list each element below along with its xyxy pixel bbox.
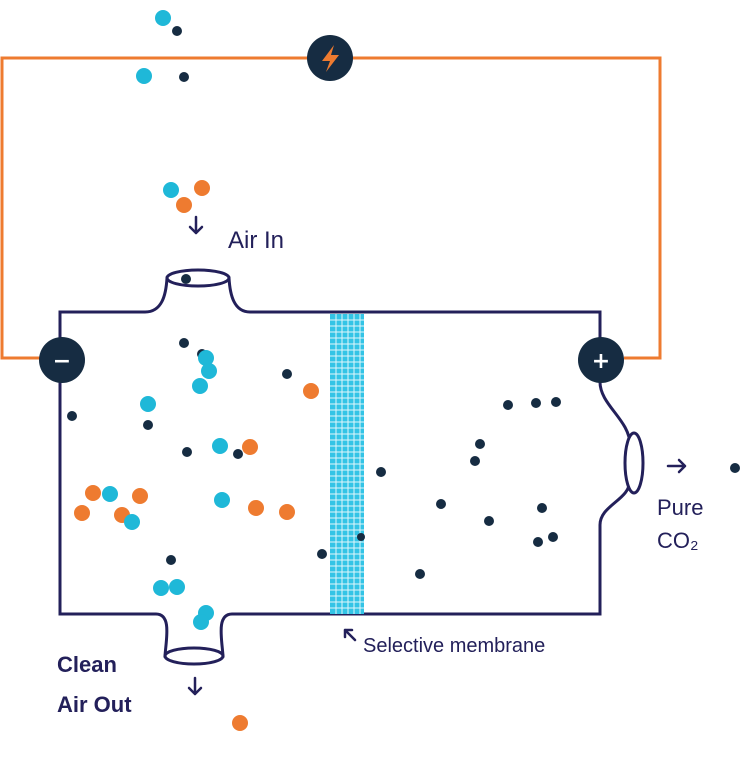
orange-molecule <box>194 180 210 196</box>
air-inlet <box>165 268 231 288</box>
co2-molecule <box>172 26 182 36</box>
orange-molecule <box>248 500 264 516</box>
co2-molecule <box>533 537 543 547</box>
co2-molecule <box>357 533 365 541</box>
orange-molecule <box>74 505 90 521</box>
co2-molecule <box>181 274 191 284</box>
co2-molecule <box>67 411 77 421</box>
cyan-molecule <box>140 396 156 412</box>
cyan-molecule <box>192 378 208 394</box>
co2-molecule <box>317 549 327 559</box>
air-in-label: Air In <box>228 227 284 254</box>
negative-terminal: − <box>39 337 85 383</box>
clean-air-out-arrow-icon <box>187 676 203 696</box>
air-in-arrow-icon <box>188 215 204 235</box>
orange-molecule <box>176 197 192 213</box>
co2-molecule <box>415 569 425 579</box>
cyan-molecule <box>124 514 140 530</box>
orange-molecule <box>279 504 295 520</box>
co2-molecule <box>537 503 547 513</box>
co2-molecule <box>470 456 480 466</box>
membrane-label: Selective membrane <box>363 635 545 657</box>
pure-label: Pure <box>657 495 703 520</box>
co2-molecule <box>475 439 485 449</box>
air-outlet <box>163 646 225 666</box>
co2-molecule <box>143 420 153 430</box>
power-source <box>307 35 353 81</box>
co2-molecule <box>548 532 558 542</box>
air-out-label: Air Out <box>57 692 132 717</box>
cyan-molecule <box>163 182 179 198</box>
co2-molecule <box>730 463 740 473</box>
co2-molecule <box>484 516 494 526</box>
cyan-molecule <box>201 363 217 379</box>
orange-molecule <box>303 383 319 399</box>
orange-molecule <box>232 715 248 731</box>
selective-membrane <box>330 314 364 614</box>
cyan-molecule <box>153 580 169 596</box>
cyan-molecule <box>136 68 152 84</box>
cyan-molecule <box>102 486 118 502</box>
co2-molecule <box>503 400 513 410</box>
cyan-molecule <box>193 614 209 630</box>
co2-molecule <box>166 555 176 565</box>
clean-label: Clean <box>57 652 117 677</box>
gas-molecules <box>67 10 740 731</box>
co2-molecule <box>179 72 189 82</box>
cyan-molecule <box>212 438 228 454</box>
cyan-molecule <box>169 579 185 595</box>
co2-molecule <box>531 398 541 408</box>
co2-molecule <box>179 338 189 348</box>
cyan-molecule <box>155 10 171 26</box>
membrane-pointer-arrow-icon <box>343 628 357 642</box>
co2-label: CO₂ <box>657 528 699 553</box>
co2-molecule <box>233 449 243 459</box>
orange-molecule <box>132 488 148 504</box>
co2-molecule <box>551 397 561 407</box>
orange-molecule <box>85 485 101 501</box>
cyan-molecule <box>198 350 214 366</box>
svg-text:+: + <box>592 349 610 374</box>
co2-out-arrow-icon <box>666 458 687 474</box>
cyan-molecule <box>214 492 230 508</box>
co2-outlet <box>623 431 645 495</box>
positive-terminal: + <box>578 337 624 383</box>
lightning-bolt-icon <box>322 45 339 72</box>
co2-molecule <box>282 369 292 379</box>
svg-text:−: − <box>53 349 71 374</box>
co2-molecule <box>376 467 386 477</box>
orange-molecule <box>242 439 258 455</box>
co2-molecule <box>436 499 446 509</box>
co2-molecule <box>182 447 192 457</box>
